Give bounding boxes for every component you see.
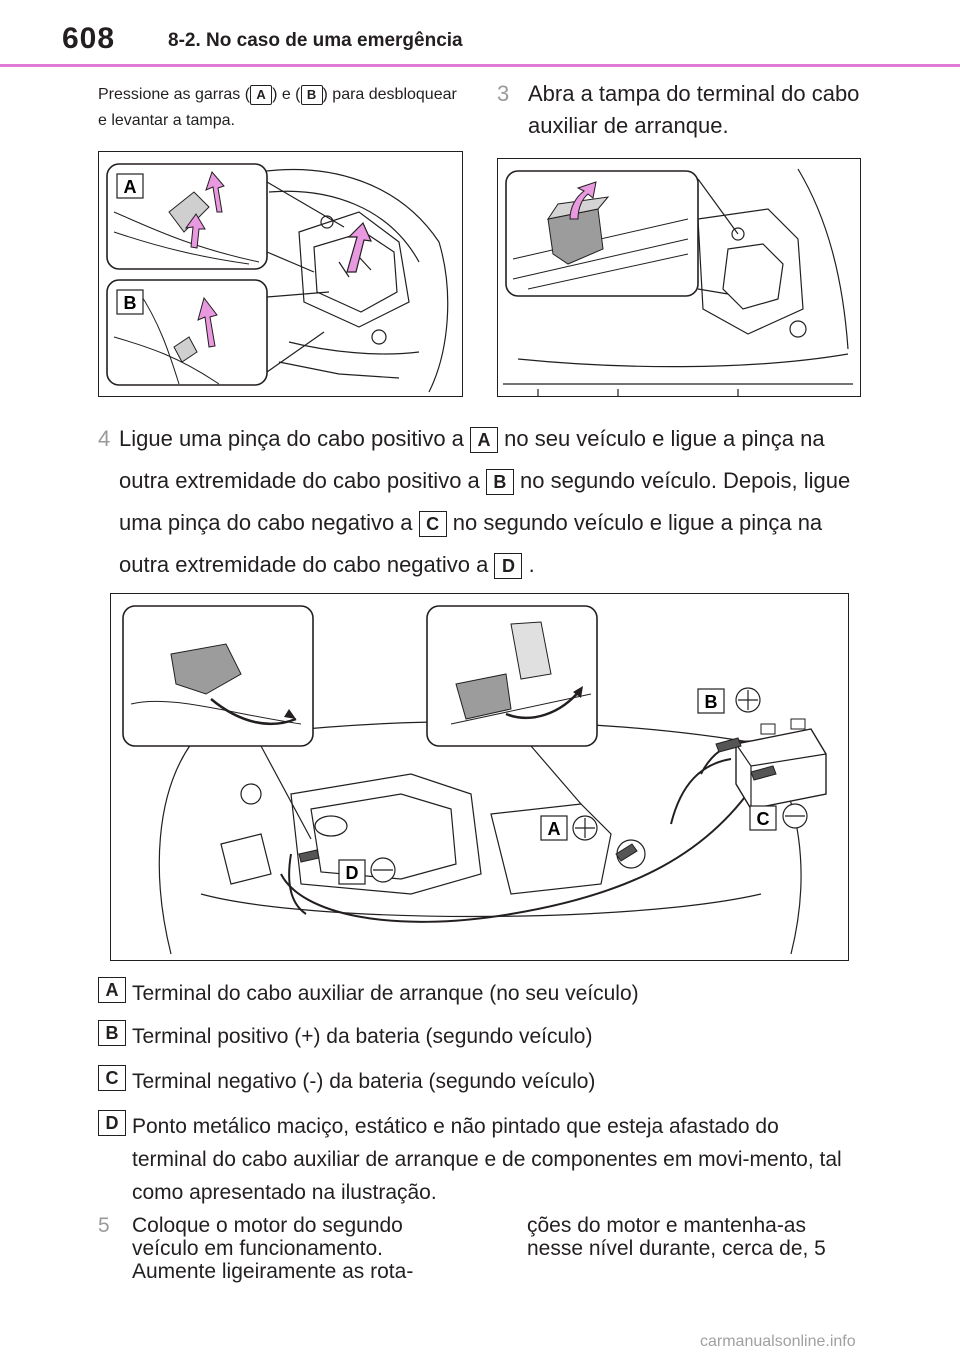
legend-label-b: B <box>98 1020 126 1046</box>
step-text-col1: Coloque o motor do segundo veículo em fu… <box>132 1214 414 1283</box>
header-rule <box>0 64 960 67</box>
legend-item-d: D Ponto metálico maciço, estático e não … <box>98 1110 858 1210</box>
legend-label-a: A <box>98 977 126 1003</box>
label-box-d: D <box>494 553 523 580</box>
legend-item-b: B Terminal positivo (+) da bateria (segu… <box>98 1020 858 1054</box>
step-text: Ligue uma pinça do cabo positivo a A no … <box>119 418 859 586</box>
intro-text: Pressione as garras (A) e (B) para desbl… <box>98 82 458 134</box>
step4-text-5: . <box>522 552 535 577</box>
legend-text: Terminal negativo (-) da bateria (segund… <box>132 1070 596 1093</box>
callout-a: A <box>540 815 598 841</box>
inset-left <box>122 605 314 840</box>
battery <box>735 718 827 810</box>
legend-text: Terminal do cabo auxiliar de arranque (n… <box>132 982 639 1005</box>
legend-text: Terminal positivo (+) da bateria (segund… <box>132 1025 593 1048</box>
figure-label-b-box <box>116 289 144 315</box>
figure-label-d: D <box>346 863 359 883</box>
intro-part1: Pressione as garras ( <box>98 86 251 103</box>
step4-text-3: no segundo veículo. Depois, ligue uma pi… <box>119 468 851 535</box>
step-text: Abra a tampa do terminal do cabo auxilia… <box>528 81 860 138</box>
label-box-b: B <box>485 469 514 496</box>
legend-label-d: D <box>98 1110 126 1136</box>
intro-part3: ) para desbloquear e levantar a tampa. <box>98 86 457 129</box>
figure-jumper-cables-illustration: B C A D <box>122 605 827 955</box>
label-box-a: A <box>250 84 273 105</box>
figure-claws-illustration: A B <box>106 163 449 393</box>
callout-c: C <box>749 803 808 831</box>
figure-label-a-box <box>116 173 144 199</box>
page-number: 608 <box>62 22 116 55</box>
legend-item-c: C Terminal negativo (-) da bateria (segu… <box>98 1065 858 1099</box>
step-number: 4 <box>98 426 111 451</box>
step-5: 5 Coloque o motor do segundo veículo em … <box>98 1214 438 1283</box>
legend-label-c: C <box>98 1065 126 1091</box>
inset-right <box>426 605 598 805</box>
section-title: 8-2. No caso de uma emergência <box>168 30 463 51</box>
step-text-col2: ções do motor e mantenha-as nesse nível … <box>527 1214 826 1260</box>
step4-text-4: no segundo veículo e ligue a pinça na ou… <box>119 510 823 577</box>
step-4: 4 Ligue uma pinça do cabo positivo a A n… <box>98 418 858 580</box>
callout-b: B <box>697 687 761 714</box>
callout-d: D <box>338 857 396 885</box>
step4-text-1: Ligue uma pinça do cabo positivo a <box>119 426 471 451</box>
step-number: 3 <box>497 81 510 106</box>
figure-label-a: A <box>124 177 137 197</box>
inset-terminal <box>505 170 739 297</box>
inset-a <box>106 163 345 273</box>
legend-item-a: A Terminal do cabo auxiliar de arranque … <box>98 977 858 1011</box>
watermark: carmanualsonline.info <box>700 1333 856 1350</box>
figure-label-b: B <box>705 692 718 712</box>
figure-jumper-cables: B C A D <box>110 593 849 961</box>
intro-part2: ) e ( <box>272 86 301 103</box>
figure-terminal-cover-illustration <box>503 168 853 396</box>
label-box-a: A <box>470 427 499 454</box>
figure-label-b: B <box>124 293 137 313</box>
label-box-c: C <box>418 511 447 538</box>
figure-claws: A B <box>98 151 463 397</box>
figure-terminal-cover <box>497 158 861 397</box>
legend-text: Ponto metálico maciço, estático e não pi… <box>132 1115 842 1204</box>
step4-text-2: no seu veículo e ligue a pinça na outra … <box>119 426 825 493</box>
figure-label-a: A <box>548 819 561 839</box>
figure-label-c: C <box>757 809 770 829</box>
inset-b <box>106 279 330 386</box>
step-3: 3 Abra a tampa do terminal do cabo auxil… <box>497 78 877 138</box>
step-number: 5 <box>98 1214 110 1237</box>
label-box-b: B <box>300 84 323 105</box>
